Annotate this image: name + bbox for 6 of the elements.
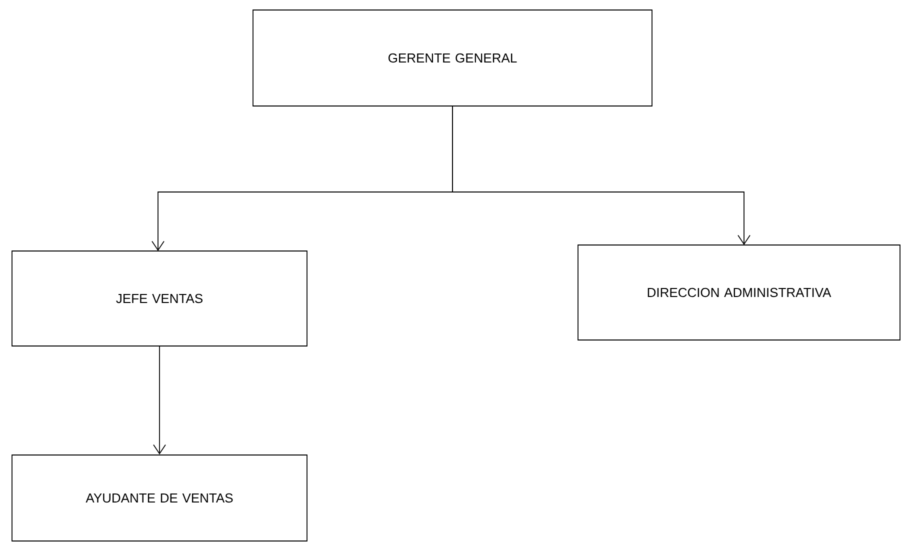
org-box: JEFE VENTAS (12, 250, 308, 346)
org-box: AYUDANTE DE VENTAS (12, 454, 308, 542)
org-box: GERENTE GENERAL (252, 10, 652, 106)
arrow (153, 346, 166, 455)
arrow (452, 106, 750, 245)
org-box: DIRECCION ADMINISTRATIVA (578, 244, 900, 340)
